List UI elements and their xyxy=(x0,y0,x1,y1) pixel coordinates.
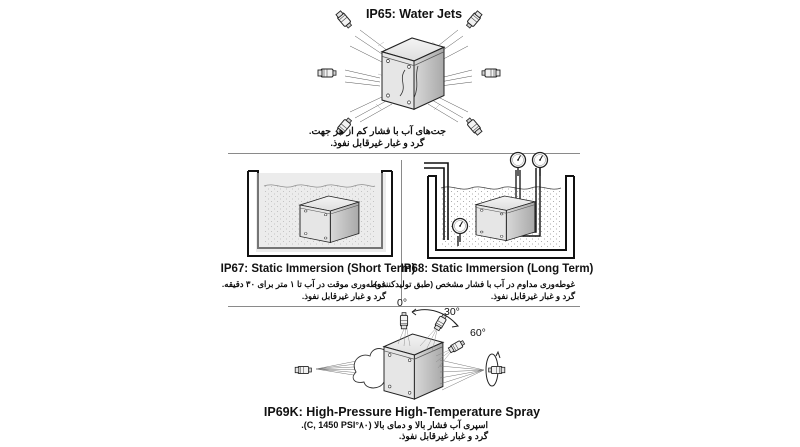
angle-label-30: 30° xyxy=(444,306,460,318)
ip67-title: IP67: Static Immersion (Short Term) xyxy=(220,263,416,275)
ip65-title: IP65: Water Jets xyxy=(365,7,463,21)
ip65-desc-line1: جت‌های آب با فشار کم از هر جهت. xyxy=(308,126,446,137)
ip67-illustration xyxy=(247,170,393,257)
bottom-divider xyxy=(228,306,580,307)
ip69k-description: اسپری آب فشار بالا و دمای بالا (۸۰°C, 14… xyxy=(301,420,488,442)
ip65-illustration xyxy=(317,9,501,137)
angle-label-60: 60° xyxy=(470,327,486,339)
ip69k-title: IP69K: High-Pressure High-Temperature Sp… xyxy=(263,405,541,419)
ip68-desc-line2: گرد و غبار غیرقابل نفوذ. xyxy=(490,291,575,301)
ip69k-desc-line2: گرد و غبار غیرقابل نفوذ. xyxy=(398,431,488,441)
ip67-description: غوطه‌وری موقت در آب تا ۱ متر برای ۳۰ دقی… xyxy=(222,278,386,302)
ip68-illustration xyxy=(424,151,575,259)
ip67-desc-line1: غوطه‌وری موقت در آب تا ۱ متر برای ۳۰ دقی… xyxy=(221,279,386,289)
ip68-title: IP68: Static Immersion (Long Term) xyxy=(400,263,594,275)
middle-vertical-divider xyxy=(401,160,402,300)
ip65-desc-line2: گرد و غبار غیرقابل نفوذ. xyxy=(330,138,425,149)
ip65-description: جت‌های آب با فشار کم از هر جهت. گرد و غب… xyxy=(309,126,446,150)
ip68-description: غوطه‌وری مداوم در آب با فشار مشخص (طبق ت… xyxy=(372,278,575,302)
ip67-desc-line2: گرد و غبار غیرقابل نفوذ. xyxy=(301,291,386,301)
top-divider xyxy=(228,153,580,154)
ip69k-illustration xyxy=(294,308,506,400)
ip69k-desc-line1: اسپری آب فشار بالا و دمای بالا (۸۰°C, 14… xyxy=(301,420,488,430)
ip68-desc-line1: غوطه‌وری مداوم در آب با فشار مشخص (طبق ت… xyxy=(371,279,575,289)
angle-label-0: 0° xyxy=(397,297,408,309)
